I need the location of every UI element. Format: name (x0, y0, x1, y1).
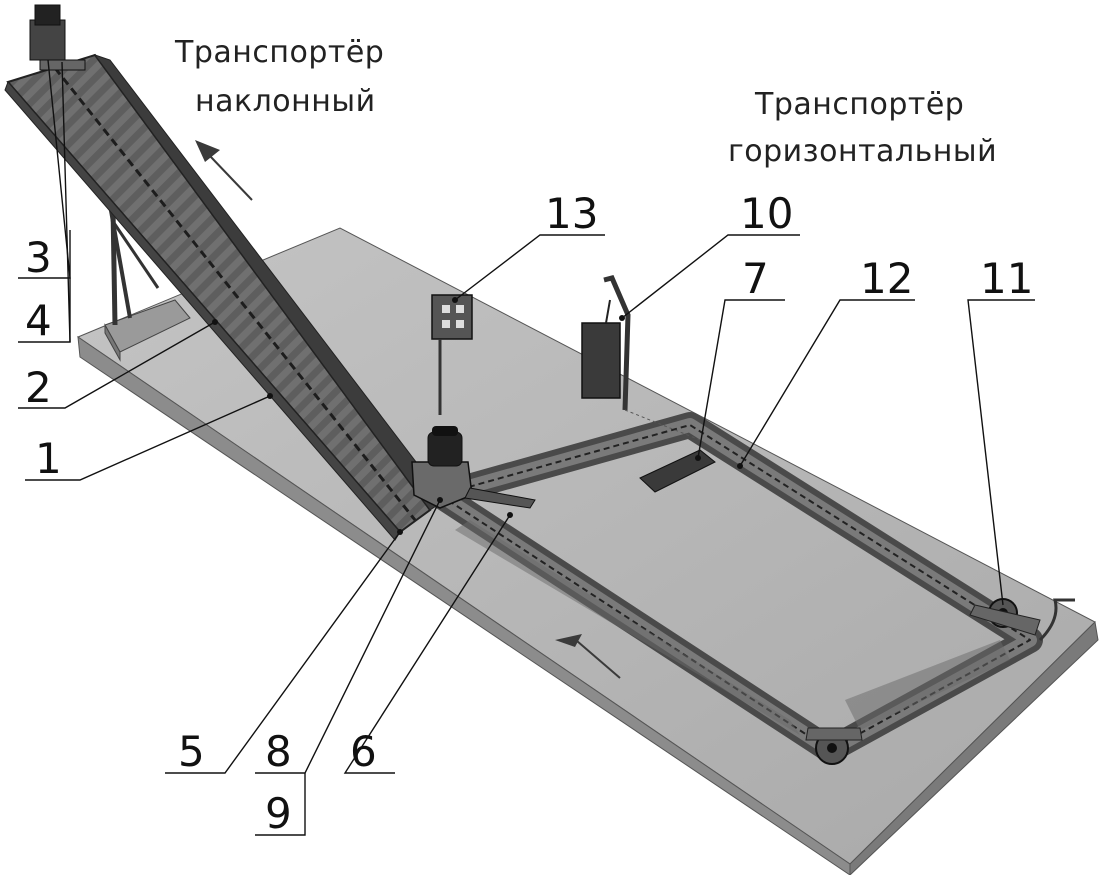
callout-6: 6 (350, 727, 377, 776)
weight-tensioner (581, 275, 701, 441)
callout-5: 5 (178, 727, 205, 776)
callout-13: 13 (545, 189, 599, 238)
callout-3: 3 (25, 233, 52, 282)
callout-12: 12 (860, 254, 914, 303)
callout-8: 8 (265, 727, 292, 776)
callout-7: 7 (742, 254, 769, 303)
callout-10: 10 (740, 189, 794, 238)
corner-sprocket (805, 727, 863, 765)
callout-9: 9 (265, 789, 292, 838)
callout-11: 11 (980, 254, 1034, 303)
bottom-drive-motor (411, 426, 473, 509)
marker-dots (212, 297, 743, 535)
callout-4: 4 (25, 296, 52, 345)
inclined-conveyor (4, 4, 536, 541)
incline-title-line2: наклонный (195, 84, 376, 119)
control-box (431, 294, 473, 415)
callout-1: 1 (35, 434, 62, 483)
incline-support (104, 149, 191, 362)
horizontal-title-line2: горизонтальный (728, 134, 998, 169)
corner-sprocket (969, 598, 1041, 636)
incline-direction-arrow (195, 140, 253, 201)
callout-2: 2 (25, 363, 52, 412)
incline-title-line1: Транспортёр (175, 35, 385, 70)
horizontal-title-line1: Транспортёр (755, 87, 965, 122)
top-drive-motor (29, 4, 86, 71)
horizontal-conveyor (427, 412, 1075, 765)
leader-lines (18, 59, 1035, 836)
